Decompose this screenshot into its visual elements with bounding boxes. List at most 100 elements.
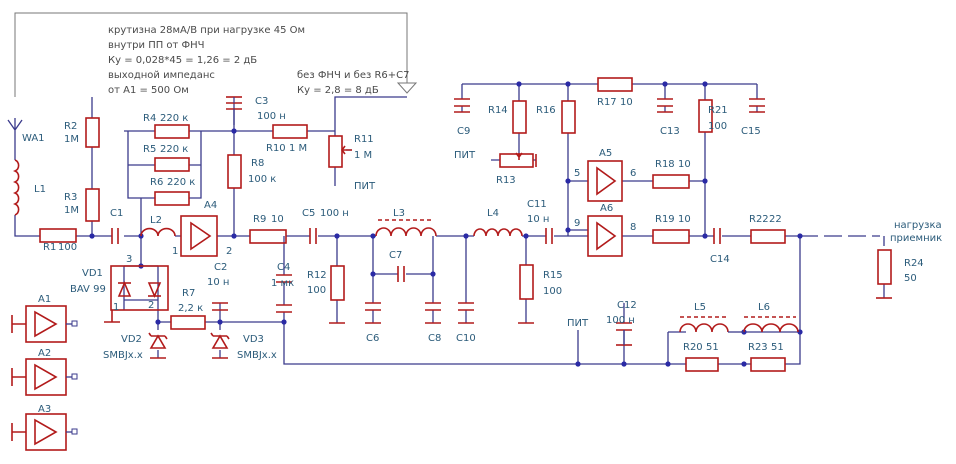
- capacitor-c1: [111, 228, 119, 244]
- label-c6: C6: [366, 333, 379, 344]
- capacitor-c6: [365, 302, 381, 311]
- note-nofilter: без ФНЧ и без R6+C7: [297, 70, 410, 81]
- resistor-r12: [330, 265, 345, 301]
- value-vd1: BAV 99: [70, 284, 106, 295]
- junction-dot: [565, 227, 571, 233]
- capacitor-c5: [309, 228, 317, 244]
- amplifier-a6: [587, 215, 623, 257]
- value-r1: 100: [58, 242, 77, 253]
- value-r4: 220 к: [160, 113, 188, 124]
- value-r6: 220 к: [167, 177, 195, 188]
- label-a4: A4: [204, 200, 217, 211]
- label-l4: L4: [487, 208, 499, 219]
- resistor-r10: [272, 124, 308, 139]
- capacitor-c4: [276, 304, 292, 313]
- label-r16: R16: [536, 105, 556, 116]
- junction-dot: [565, 178, 571, 184]
- amplifier-a2: [11, 358, 78, 396]
- label-c13: C13: [660, 126, 680, 137]
- pin-a5-5: 5: [574, 168, 580, 179]
- label-r7: R7: [182, 288, 195, 299]
- junction-dot: [665, 361, 671, 367]
- label-l2: L2: [150, 215, 162, 226]
- junction-dot: [231, 233, 237, 239]
- label-r17: R17: [597, 97, 617, 108]
- resistor-r15: [519, 264, 534, 300]
- label-r3: R3: [64, 192, 77, 203]
- label-r22: R22: [749, 214, 769, 225]
- resistors: [39, 77, 892, 372]
- resistor-r14: [512, 100, 527, 134]
- value-r20: 51: [706, 342, 719, 353]
- label-vd3: VD3: [243, 334, 264, 345]
- label-c1: C1: [110, 208, 123, 219]
- resistor-r1: [39, 228, 77, 243]
- pin-vd1-1: 1: [113, 302, 119, 313]
- inductor-l3: [375, 227, 437, 237]
- junction-dot: [89, 233, 95, 239]
- resistor-r11: [328, 135, 343, 168]
- label-c5: C5: [302, 208, 315, 219]
- label-pit3: ПИТ: [567, 318, 589, 329]
- value-r7: 2,2 к: [178, 303, 203, 314]
- label-r18: R18: [655, 159, 675, 170]
- pin-a5-6: 6: [630, 168, 636, 179]
- junction-dot: [702, 81, 708, 87]
- inductor-l6: [743, 323, 799, 333]
- junction-dot: [662, 81, 668, 87]
- note-impedance: выходной импеданс: [108, 70, 215, 81]
- junction-dot: [702, 178, 708, 184]
- label-c11: C11: [527, 199, 547, 210]
- label-r6: R6: [150, 177, 163, 188]
- diode-vd3: [210, 332, 230, 349]
- diode-vd1: [110, 265, 169, 311]
- capacitor-c2: [212, 302, 228, 311]
- label-r14: R14: [488, 105, 508, 116]
- junction-dot: [281, 319, 287, 325]
- label-r19: R19: [655, 214, 675, 225]
- resistor-r18: [652, 174, 690, 189]
- junction-dot: [231, 128, 237, 134]
- label-r8: R8: [251, 158, 264, 169]
- label-vd1: VD1: [82, 268, 103, 279]
- resistor-r19: [652, 229, 690, 244]
- label-wa1: WA1: [22, 133, 45, 144]
- diode-vd2: [148, 332, 168, 349]
- junction-dot: [702, 233, 708, 239]
- value-r19: 10: [678, 214, 691, 225]
- label-r11: R11: [354, 134, 374, 145]
- label-vd2: VD2: [121, 334, 142, 345]
- label-a2: A2: [38, 348, 51, 359]
- resistor-r6: [154, 191, 190, 206]
- pot-wiper-r13: [515, 152, 523, 160]
- annotation-frame: [14, 12, 418, 97]
- label-a3: A3: [38, 404, 51, 415]
- value-r22: 22: [769, 214, 782, 225]
- amplifier-a5: [587, 160, 623, 202]
- resistor-r23: [750, 357, 786, 372]
- label-c3: C3: [255, 96, 268, 107]
- resistor-r22: [750, 229, 786, 244]
- capacitor-c10: [458, 302, 474, 311]
- pin-vd1-2: 2: [148, 300, 154, 311]
- label-a6: A6: [600, 203, 613, 214]
- pot-wiper-r11: [341, 145, 352, 155]
- junction-dot: [370, 271, 376, 277]
- label-a5: A5: [599, 148, 612, 159]
- inductor-l1: [13, 159, 20, 216]
- pin-a4-1: 1: [172, 246, 178, 257]
- resistor-r21: [698, 99, 713, 133]
- junction-dot: [565, 81, 571, 87]
- label-c7: C7: [389, 250, 402, 261]
- value-vd3: SMBJx.x: [237, 350, 277, 361]
- value-r21: 100: [708, 121, 727, 132]
- label-r24: R24: [904, 258, 924, 269]
- junction-dot: [430, 271, 436, 277]
- value-r24: 50: [904, 273, 917, 284]
- value-c5: 100 н: [320, 208, 349, 219]
- junction-dot: [155, 319, 161, 325]
- inductor-l2: [140, 227, 176, 237]
- resistor-r20: [685, 357, 719, 372]
- resistor-r16: [561, 100, 576, 134]
- capacitor-c7: [397, 266, 405, 282]
